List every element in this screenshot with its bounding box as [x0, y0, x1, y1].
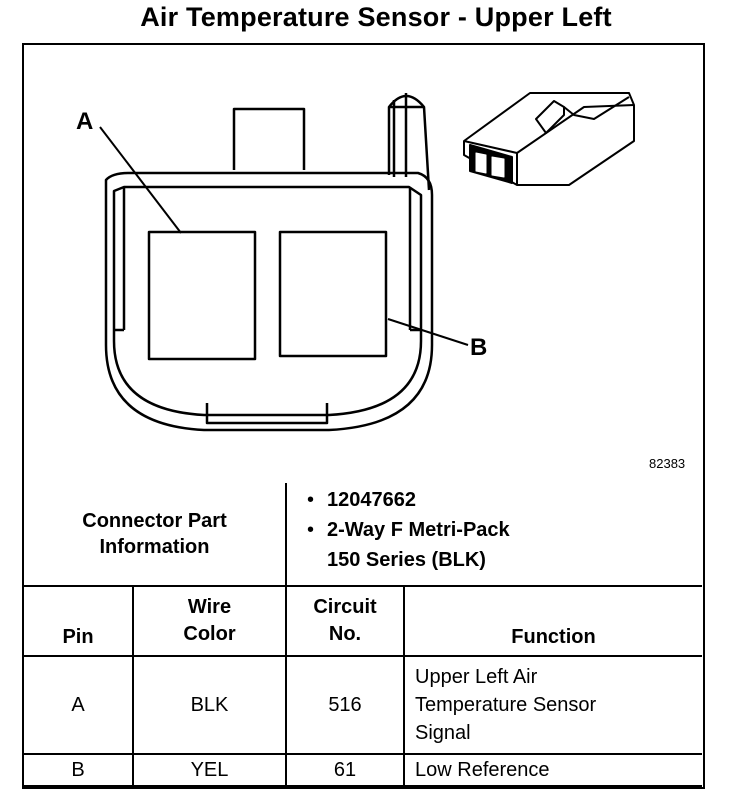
header-wire-color: Wire Color [132, 585, 287, 657]
table-row: A BLK 516 Upper Left Air Temperature Sen… [24, 655, 702, 755]
callout-a-label: A [76, 108, 93, 135]
cavity-b [278, 230, 388, 358]
connector-top-tab [232, 107, 306, 170]
header-wire-color-line2: Color [183, 623, 236, 645]
header-circuit: Circuit No. [285, 585, 405, 657]
connector-info-label-line1: Connector Part [82, 510, 227, 532]
connector-diagram: A B 82383 [24, 45, 702, 483]
page-title: Air Temperature Sensor - Upper Left [140, 2, 612, 32]
connector-info-details: 12047662 2-Way F Metri-Pack 150 Series (… [285, 483, 702, 587]
function-cell: Upper Left Air Temperature Sensor Signal [403, 655, 702, 755]
callout-a-leader [99, 126, 182, 234]
connector-housing-inner [112, 185, 423, 417]
document-frame: A B 82383 Connector Part Infor [22, 43, 705, 789]
header-function: Function [403, 585, 702, 657]
function-line2: Temperature Sensor [415, 694, 597, 716]
circuit-cell: 61 [285, 753, 405, 787]
callout-b-label: B [470, 334, 487, 361]
figure-number: 82383 [649, 456, 686, 471]
header-pin: Pin [24, 585, 134, 657]
callout-b-leader [387, 318, 469, 346]
wire-color-cell: BLK [132, 655, 287, 755]
table-row: B YEL 61 Low Reference [24, 753, 702, 787]
connector-info-label: Connector Part Information [24, 483, 287, 587]
cavity-a [147, 230, 257, 361]
function-line3: Signal [415, 722, 471, 744]
circuit-cell: 516 [285, 655, 405, 755]
function-cell: Low Reference [403, 753, 702, 787]
header-wire-color-line1: Wire [187, 596, 232, 618]
connector-face-drawing: A B [76, 92, 635, 432]
connector-3d-view [463, 92, 635, 186]
header-circuit-line1: Circuit [313, 596, 377, 618]
connector-description-line1: 2-Way F Metri-Pack [307, 515, 702, 545]
function-line1: Upper Left Air [415, 666, 538, 688]
connector-table: Connector Part Information 12047662 2-Wa… [24, 483, 702, 787]
connector-description-line2: 150 Series (BLK) [327, 549, 486, 571]
pin-cell: B [24, 753, 134, 787]
connector-info-label-line2: Information [99, 536, 210, 558]
connector-bottom-tab [205, 403, 329, 425]
header-circuit-line2: No. [328, 623, 362, 645]
connector-housing-outer [104, 171, 434, 432]
wire-color-cell: YEL [132, 753, 287, 787]
part-number: 12047662 [307, 485, 702, 515]
pin-cell: A [24, 655, 134, 755]
